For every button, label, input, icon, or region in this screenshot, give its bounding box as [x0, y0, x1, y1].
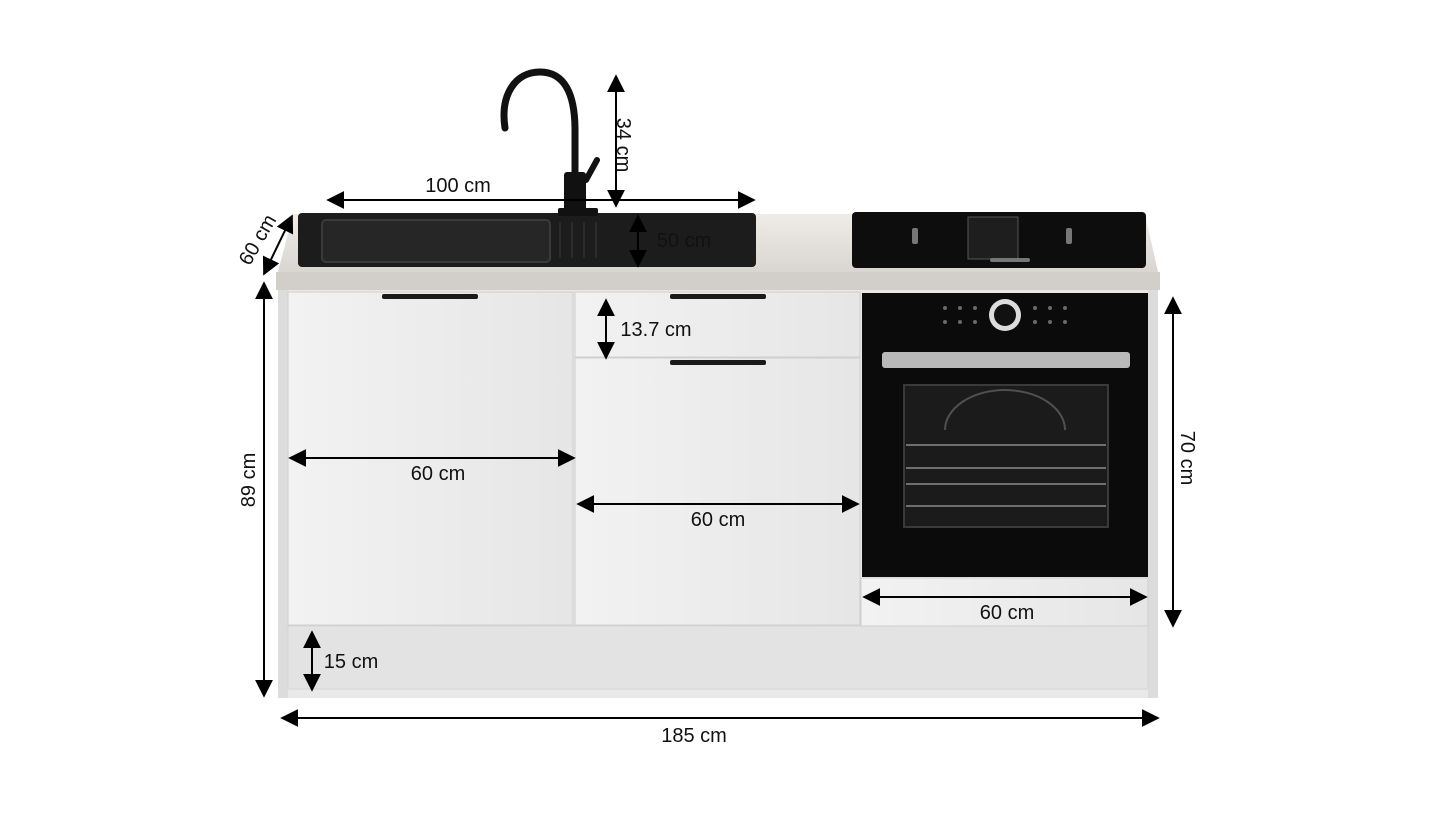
counter-depth-label: 60 cm: [235, 211, 281, 269]
cooktop-extractor: [967, 216, 1019, 260]
oven-window: [903, 384, 1109, 528]
dimension-labels: 34 cm 100 cm 50 cm 60 cm 13.7 cm 89 cm 6…: [235, 118, 1198, 747]
faucet-height-label: 34 cm: [612, 118, 634, 172]
right-side-panel: [1148, 288, 1158, 698]
bottom-drawer: [574, 357, 861, 626]
top-drawer: [574, 291, 861, 358]
countertop-front-edge: [276, 272, 1160, 290]
oven-control-panel: [943, 299, 1067, 331]
sink-width-label: 100 cm: [425, 175, 491, 197]
oven-height-label: 70 cm: [1176, 431, 1198, 485]
plinth-height-label: 15 cm: [324, 651, 378, 673]
cooktop-indicators: [912, 228, 1072, 262]
top-drawer-handle: [670, 294, 766, 299]
induction-cooktop: [852, 212, 1146, 268]
left-side-panel: [278, 288, 288, 698]
dimension-arrows: [255, 74, 1182, 727]
left-door-handle: [382, 294, 478, 299]
faucet-icon: [500, 68, 600, 216]
oven-racks: [906, 444, 1106, 507]
total-width-label: 185 cm: [661, 725, 727, 747]
oven-width-label: 60 cm: [980, 602, 1034, 624]
oven-column: [860, 293, 1149, 627]
left-width-label: 60 cm: [411, 463, 465, 485]
oven-handle: [882, 352, 1130, 368]
drainboard-grooves: [559, 222, 597, 258]
oven-fan: [944, 389, 1066, 431]
counter-depth-arrow: [262, 214, 294, 276]
bottom-drawer-handle: [670, 360, 766, 365]
sink-basin: [321, 219, 551, 263]
plinth: [287, 625, 1149, 690]
sink-depth-label: 50 cm: [657, 230, 711, 252]
middle-cabinet: [574, 291, 861, 626]
total-height-label: 89 cm: [238, 453, 260, 507]
top-drawer-height-label: 13.7 cm: [620, 319, 691, 341]
middle-width-label: 60 cm: [691, 509, 745, 531]
